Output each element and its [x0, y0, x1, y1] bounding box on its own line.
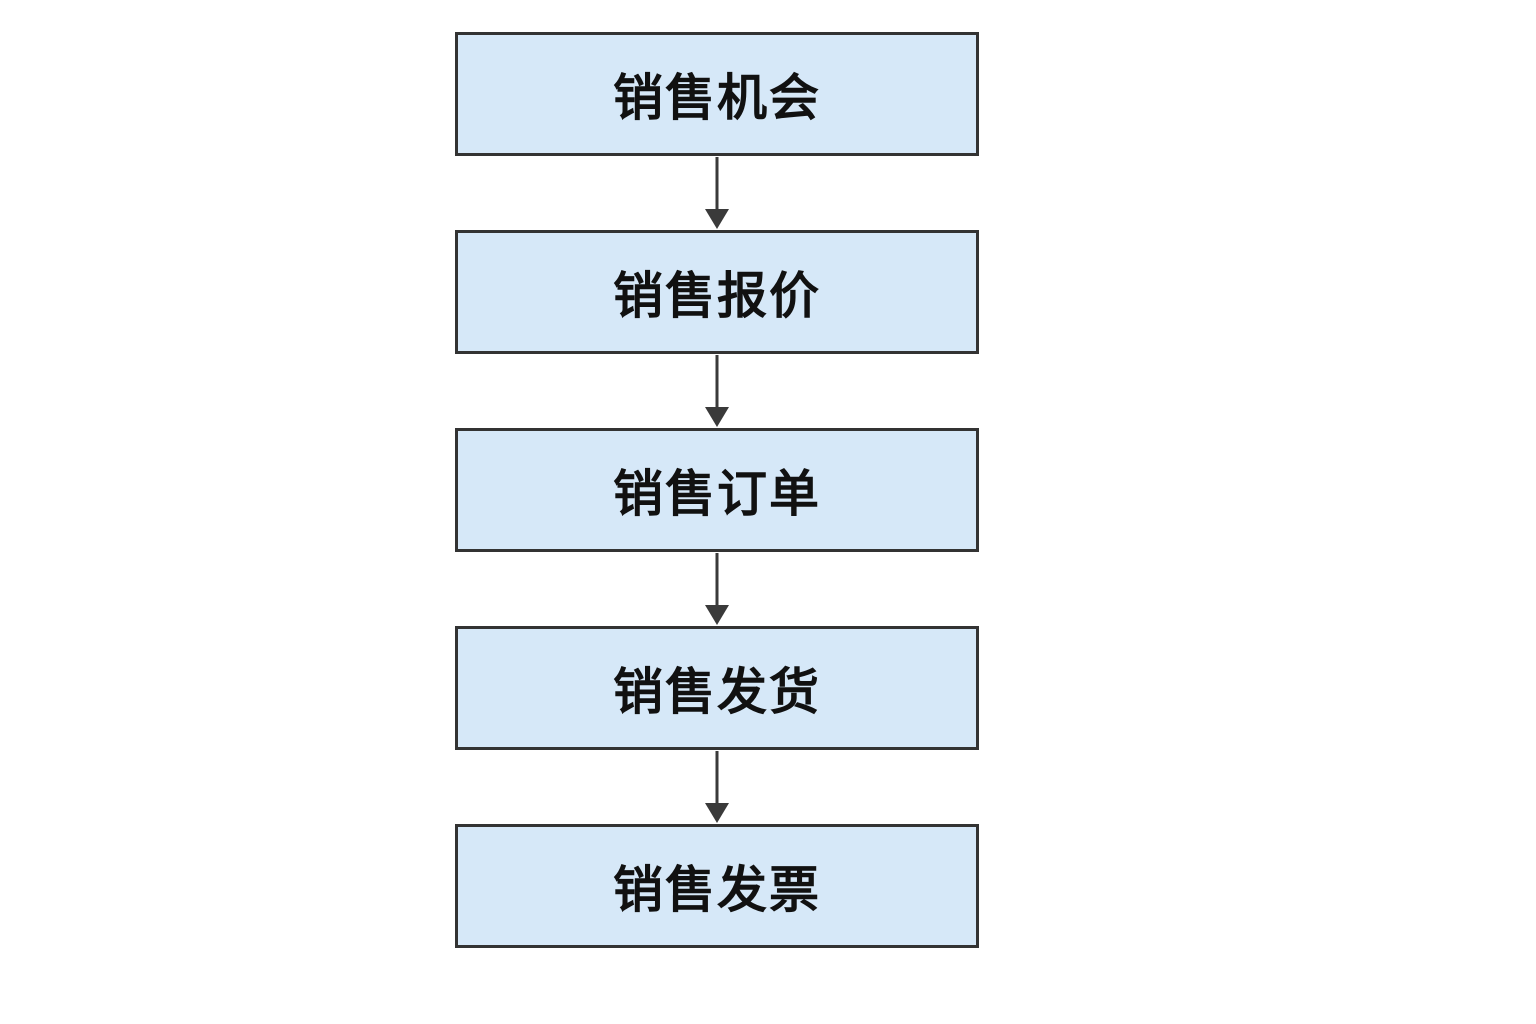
step-label: 销售机会	[613, 69, 821, 127]
step-sales-opportunity: 销售机会	[455, 32, 979, 156]
step-sales-order: 销售订单	[455, 428, 979, 552]
arrow-down-icon	[705, 751, 729, 824]
step-label: 销售发票	[613, 861, 821, 919]
step-label: 销售订单	[613, 465, 821, 523]
step-sales-quotation: 销售报价	[455, 230, 979, 354]
arrow-down-icon	[705, 355, 729, 428]
arrow-down-icon	[705, 157, 729, 230]
step-sales-delivery: 销售发货	[455, 626, 979, 750]
step-label: 销售发货	[613, 663, 821, 721]
step-sales-invoice: 销售发票	[455, 824, 979, 948]
arrow-down-icon	[705, 553, 729, 626]
step-label: 销售报价	[613, 267, 821, 325]
